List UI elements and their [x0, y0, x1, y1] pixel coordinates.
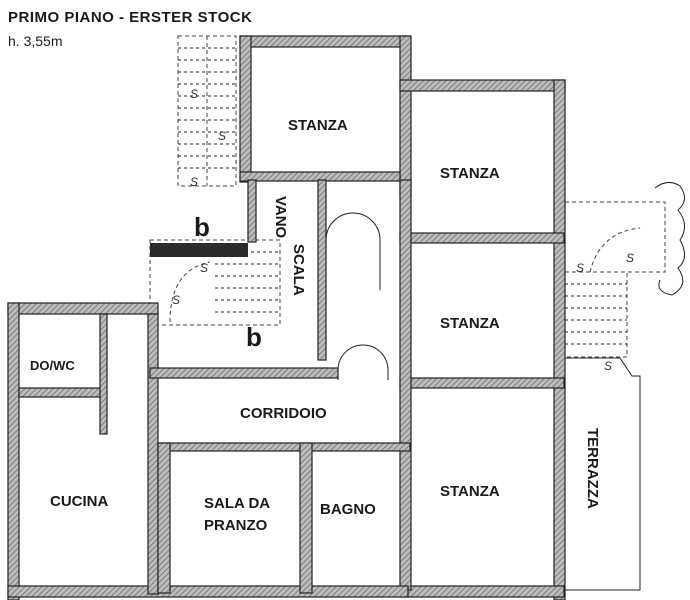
room-stanza-top: STANZA — [288, 117, 348, 134]
room-bagno: BAGNO — [320, 501, 376, 518]
stair-s-marker: S — [190, 87, 198, 101]
landing-beam — [150, 243, 248, 257]
walls — [7, 35, 566, 600]
stair-s-marker: S — [576, 261, 584, 275]
room-corridoio: CORRIDOIO — [240, 405, 327, 422]
room-stanza-upper-right: STANZA — [440, 165, 500, 182]
ceiling-height: h. 3,55m — [8, 33, 62, 49]
stair-s-marker: S — [172, 293, 180, 307]
terrace-outline — [565, 357, 641, 591]
room-stanza-lower-right: STANZA — [440, 483, 500, 500]
room-stanza-mid-right: STANZA — [440, 315, 500, 332]
room-dowc: DO/WC — [30, 358, 75, 373]
marker-b-upper: b — [194, 212, 210, 242]
plan-title: PRIMO PIANO - ERSTER STOCK — [8, 9, 252, 26]
svg-text:TERRAZZA: TERRAZZA — [584, 428, 601, 509]
stair-s-marker: S — [190, 175, 198, 189]
room-cucina: CUCINA — [50, 493, 108, 510]
svg-text:VANO: VANO — [272, 196, 289, 239]
arch-lower — [337, 344, 389, 380]
svg-text:SCALA: SCALA — [290, 244, 307, 296]
arch-upper — [325, 212, 381, 290]
room-sala-line1: SALA DA — [204, 495, 270, 512]
room-vano-scala: VANO SCALA — [272, 196, 307, 296]
marker-b-lower: b — [246, 322, 262, 352]
stair-upper-left — [149, 35, 281, 326]
stair-s-marker: S — [626, 251, 634, 265]
room-terrazza: TERRAZZA — [584, 428, 601, 509]
stair-s-marker: S — [218, 129, 226, 143]
stair-s-marker: S — [604, 359, 612, 373]
stair-s-marker: S — [200, 261, 208, 275]
room-sala-line2: PRANZO — [204, 517, 268, 534]
